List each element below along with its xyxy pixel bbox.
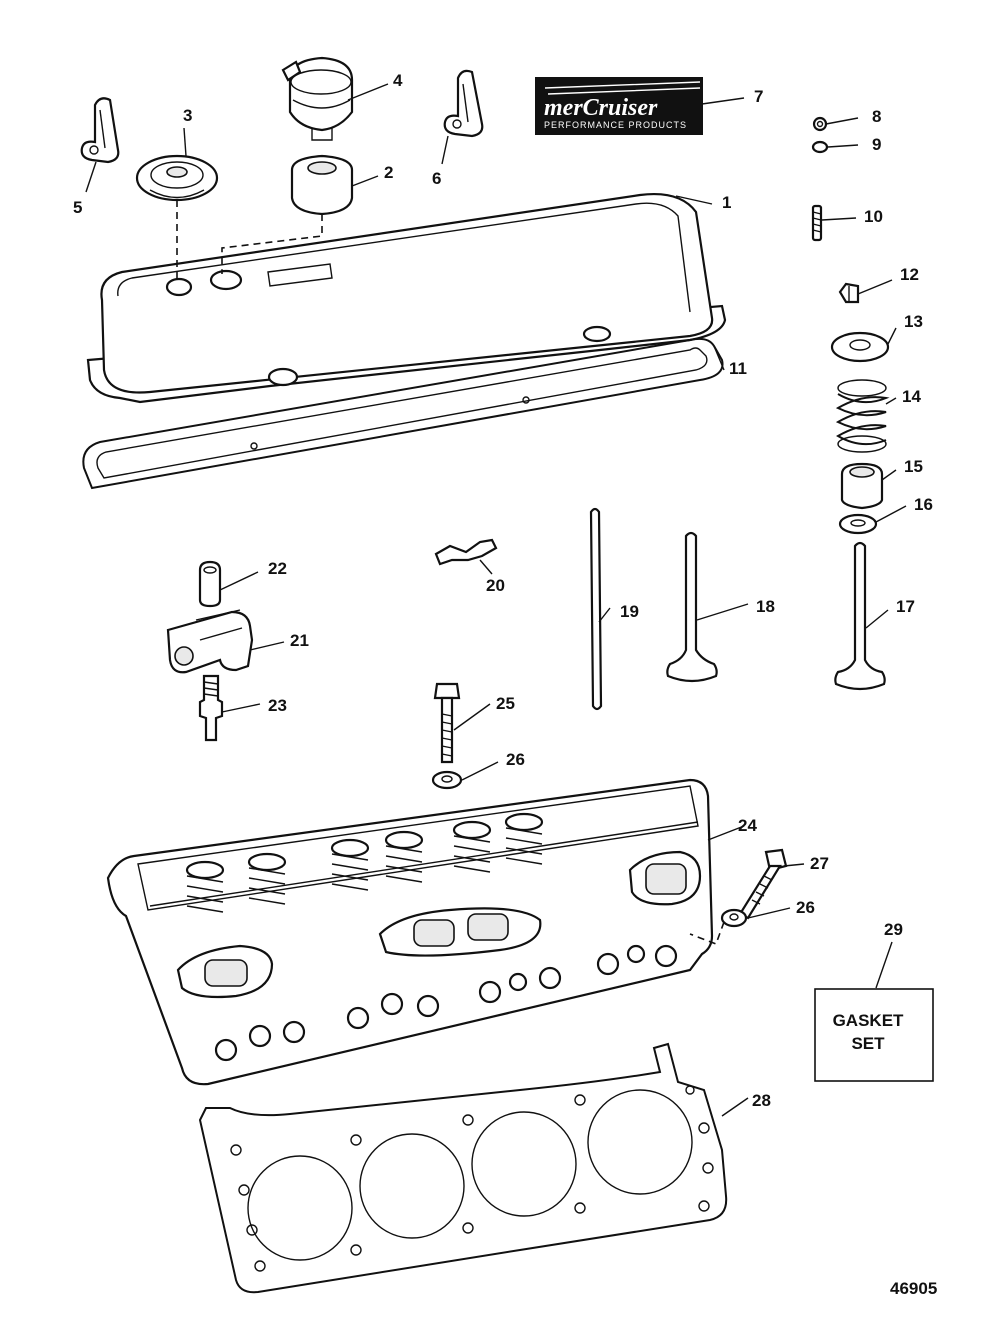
part-15-seal (840, 462, 884, 510)
figure-number: 46905 (890, 1279, 937, 1298)
callout-3: 3 (183, 106, 192, 125)
logo-tagline: PERFORMANCE PRODUCTS (544, 120, 687, 130)
part-12-keepers (838, 282, 860, 304)
callout-21: 21 (290, 631, 309, 650)
part-27-bolt (738, 848, 788, 920)
part-17-valve (834, 541, 886, 691)
head-bosses (214, 944, 678, 1062)
head-ports (176, 850, 702, 999)
part-25-bolt (433, 682, 461, 764)
part-5-bracket (80, 97, 120, 164)
part-20-guide (434, 538, 498, 566)
callout-25: 25 (496, 694, 515, 713)
callout-7: 7 (754, 87, 763, 106)
part-16-shim (838, 513, 878, 535)
part-6-bracket (443, 69, 484, 138)
callout-20: 20 (486, 576, 505, 595)
callout-10: 10 (864, 207, 883, 226)
part-22-nut (198, 560, 222, 608)
callout-15: 15 (904, 457, 923, 476)
gasket-holes (230, 1085, 714, 1272)
callout-8: 8 (872, 107, 881, 126)
callout-22: 22 (268, 559, 287, 578)
assembly-line-bolt-27 (689, 921, 725, 946)
part-8-nut (812, 116, 828, 132)
callout-24: 24 (738, 816, 757, 835)
callout-26-upper: 26 (506, 750, 525, 769)
part-19-pushrod (589, 507, 603, 711)
part-18-valve (666, 531, 718, 683)
callout-18: 18 (756, 597, 775, 616)
callout-12: 12 (900, 265, 919, 284)
callout-23: 23 (268, 696, 287, 715)
part-11-cover-gasket (82, 337, 724, 490)
part-7-decal: merCruiser PERFORMANCE PRODUCTS (535, 77, 703, 135)
callout-13: 13 (904, 312, 923, 331)
part-26-washer-upper (431, 770, 463, 790)
callout-6: 6 (432, 169, 441, 188)
callout-17: 17 (896, 597, 915, 616)
part-3-oil-cap (135, 154, 219, 202)
part-26-washer-lower (720, 908, 748, 928)
part-9-washer (811, 140, 829, 154)
callout-5: 5 (73, 198, 82, 217)
callout-1: 1 (722, 193, 731, 212)
part-1-valve-cover (86, 193, 727, 404)
part-4-breather (281, 56, 354, 141)
assembly-line-grommet (221, 214, 323, 274)
gasket-set-box: GASKET SET (814, 988, 934, 1082)
callout-26-lower: 26 (796, 898, 815, 917)
callout-9: 9 (872, 135, 881, 154)
part-10-stud (811, 204, 823, 242)
gasket-set-line-1: GASKET (833, 1011, 904, 1030)
callout-27: 27 (810, 854, 829, 873)
part-2-grommet (290, 154, 354, 216)
head-valve-springs (185, 812, 544, 913)
callout-29: 29 (884, 920, 903, 939)
callout-numbers: 1 2 3 4 5 6 7 8 9 10 11 12 13 14 15 16 1… (73, 71, 933, 1110)
callout-11: 11 (729, 359, 747, 378)
part-21-rocker-arm (166, 609, 254, 674)
part-24-cylinder-head (106, 778, 714, 1086)
part-23-stud (198, 674, 224, 742)
logo-brand: merCruiser (544, 95, 658, 121)
callout-14: 14 (902, 387, 921, 406)
callout-4: 4 (393, 71, 403, 90)
callout-28: 28 (752, 1091, 771, 1110)
part-14-spring (835, 379, 890, 453)
part-13-retainer (830, 331, 890, 363)
gasket-set-line-2: SET (851, 1034, 885, 1053)
callout-2: 2 (384, 163, 393, 182)
callout-16: 16 (914, 495, 933, 514)
callout-19: 19 (620, 602, 639, 621)
part-28-head-gasket (198, 1042, 728, 1294)
leader-lines (85, 83, 907, 1117)
